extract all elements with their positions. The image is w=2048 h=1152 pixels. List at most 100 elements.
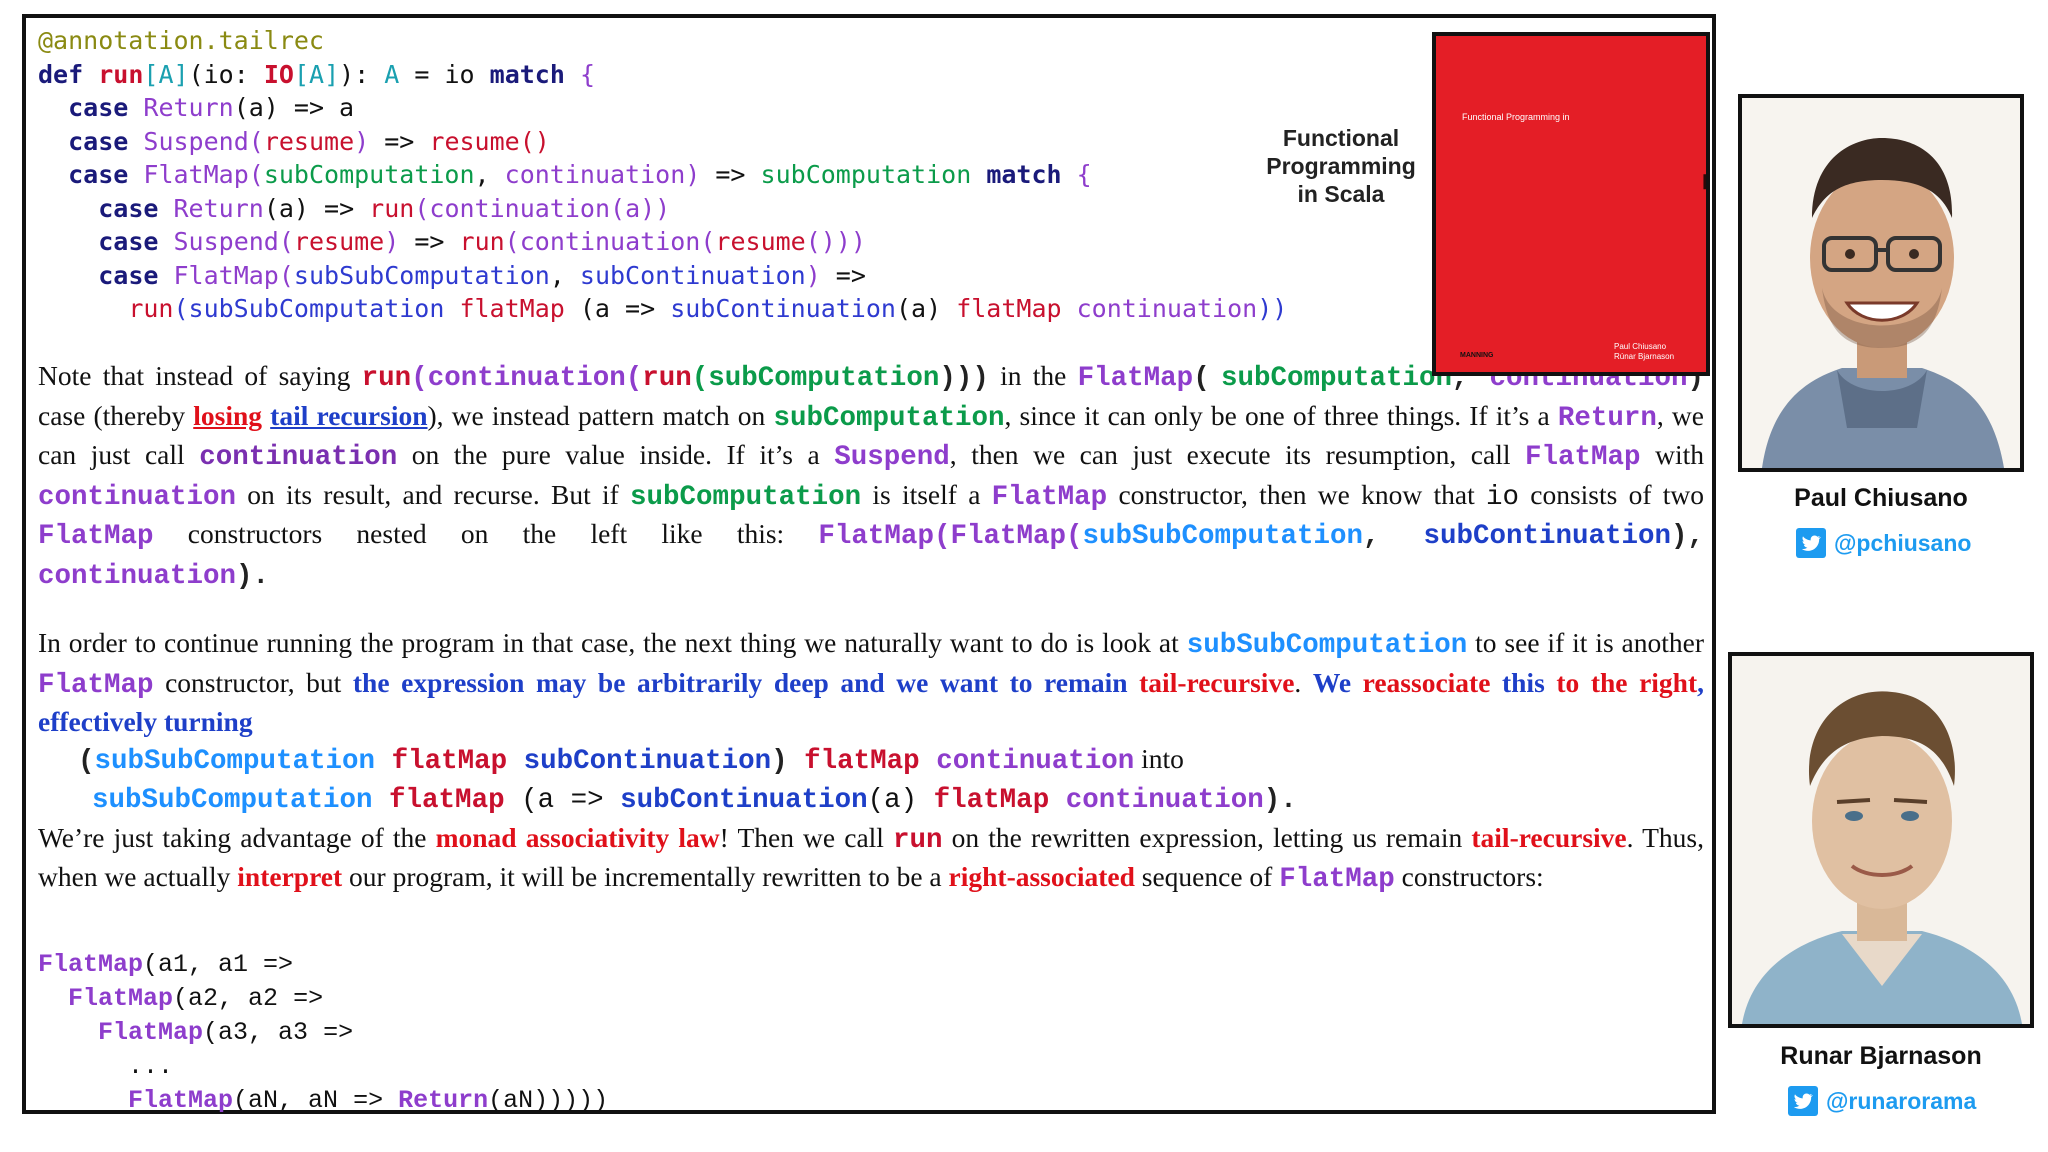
- tok: Return: [398, 1086, 489, 1115]
- code-subcomputation: subComputation: [773, 402, 1005, 434]
- cover-authors: Paul Chiusano Rúnar Bjarnason: [1614, 342, 1674, 362]
- emphasis: We: [1312, 666, 1363, 698]
- tok: case: [68, 93, 129, 122]
- text: is itself a: [861, 478, 992, 510]
- text: constructors:: [1394, 861, 1544, 892]
- cover-subtitle: Functional Programming in: [1462, 112, 1570, 122]
- code-subsubcomputation: subSubComputation: [92, 785, 373, 816]
- tok: = io: [399, 59, 490, 89]
- portrait-drawing: [1742, 98, 2020, 468]
- code-flatmap: FlatMap: [38, 669, 154, 701]
- losing-link: losing: [193, 399, 263, 431]
- tok: {: [1061, 160, 1092, 189]
- tok: case: [68, 126, 129, 156]
- code-continuation: continuation: [199, 442, 398, 473]
- twitter-icon: [1796, 528, 1826, 558]
- tok: flatMap: [444, 294, 565, 323]
- prose: Note that instead of saying run(continua…: [38, 358, 1704, 899]
- code-continuation: continuation: [38, 481, 237, 513]
- tok: FlatMap: [173, 260, 279, 290]
- tok: (: [278, 227, 294, 256]
- tok: A: [384, 59, 400, 89]
- text: in the: [988, 360, 1078, 391]
- tok: (a): [867, 785, 934, 816]
- tok: Return: [143, 93, 234, 122]
- tok: (a =>: [564, 294, 671, 323]
- tok: ): [354, 126, 370, 156]
- twitter-handle[interactable]: @pchiusano: [1796, 528, 1971, 558]
- book-cover-image: Functional Programming in Scala Paul Chi…: [1432, 32, 1710, 376]
- text: constructor, then we know that: [1107, 478, 1486, 510]
- tok: FlatMap: [143, 160, 249, 189]
- tok: =>: [700, 160, 761, 189]
- tok: {: [564, 59, 596, 89]
- tok: subComputation: [760, 160, 972, 189]
- tok: Suspend: [143, 126, 249, 156]
- book-title: Functional Programming in Scala: [1251, 124, 1431, 208]
- tok: subContinuation: [579, 260, 806, 290]
- tok: ,: [474, 160, 505, 189]
- code-continuation: continuation: [936, 745, 1135, 777]
- twitter-handle[interactable]: @runarorama: [1788, 1086, 1976, 1116]
- tok: resume(): [429, 126, 550, 156]
- text: case (thereby: [38, 399, 194, 431]
- paragraph-2: In order to continue running the program…: [38, 625, 1704, 741]
- code-flatmap: FlatMap: [818, 521, 934, 552]
- tok: subComputation: [263, 160, 475, 189]
- expr-line-b: subSubComputation flatMap (a => subConti…: [38, 780, 1704, 820]
- tok: (a1, a1 =>: [143, 950, 294, 979]
- tok: ):: [339, 59, 385, 89]
- code-suspend: Suspend: [834, 442, 950, 473]
- code-subcomputation: subComputation: [630, 481, 862, 513]
- text: In order to continue running the program…: [38, 627, 1187, 658]
- code-subsubcomputation: subSubComputation: [1186, 630, 1468, 661]
- code-flatmap: FlatMap: [1077, 363, 1194, 394]
- handle-text[interactable]: @pchiusano: [1834, 529, 1972, 556]
- paragraph-1: Note that instead of saying run(continua…: [38, 358, 1704, 595]
- tok: FlatMap: [128, 1086, 234, 1115]
- person-name: Paul Chiusano: [1794, 484, 1968, 512]
- text: constructor, but: [153, 666, 353, 698]
- tok: continuation: [504, 160, 686, 189]
- tok: (a2, a2 =>: [173, 984, 324, 1013]
- tok: ): [805, 260, 821, 290]
- tok: ): [685, 160, 701, 189]
- text: [262, 400, 270, 431]
- tok: (a) => a: [233, 93, 355, 122]
- tok: (: [933, 521, 951, 552]
- code-subsubcomputation: subSubComputation: [94, 745, 376, 777]
- tok: ,: [1363, 521, 1424, 552]
- code-continuation: continuation: [1065, 785, 1264, 816]
- handle-text[interactable]: @runarorama: [1826, 1087, 1977, 1114]
- portrait-paul-chiusano: [1738, 94, 2024, 472]
- tok: Suspend: [173, 227, 279, 256]
- tok: [: [293, 59, 309, 89]
- text: , since it can only be one of three thin…: [1004, 399, 1558, 431]
- slide-frame: @annotation.tailrec def run[A](io: IO[A]…: [22, 14, 1716, 1115]
- tok: (: [248, 160, 264, 189]
- tok: (: [411, 363, 428, 394]
- tok: FlatMap: [38, 950, 144, 979]
- fn-run: run: [98, 59, 144, 89]
- text: to see if it is another: [1467, 627, 1705, 658]
- tok: [: [143, 59, 159, 89]
- tok: (io:: [188, 59, 264, 89]
- tok: (: [414, 193, 430, 223]
- tok: ]: [173, 59, 189, 89]
- book-title-line: Programming: [1266, 153, 1416, 179]
- text: with: [1640, 439, 1704, 470]
- tok: =>: [369, 126, 430, 156]
- emphasis: tail-recursive: [1471, 821, 1627, 853]
- tok: )): [1257, 294, 1288, 323]
- text: constructors nested on the left like thi…: [153, 518, 819, 549]
- text: on the pure value inside. If it’s a: [397, 439, 835, 470]
- tok: subSubComputation: [188, 294, 445, 323]
- tok: ),: [1670, 521, 1704, 552]
- text: .: [1294, 666, 1313, 698]
- portrait-runar-bjarnason: [1728, 652, 2034, 1028]
- tok: (a =>: [521, 785, 621, 816]
- tok: (: [278, 260, 294, 290]
- emphasis: this: [1490, 666, 1557, 698]
- code-flatmap: FlatMap: [38, 521, 154, 552]
- code-subcontinuation: subContinuation: [620, 785, 868, 816]
